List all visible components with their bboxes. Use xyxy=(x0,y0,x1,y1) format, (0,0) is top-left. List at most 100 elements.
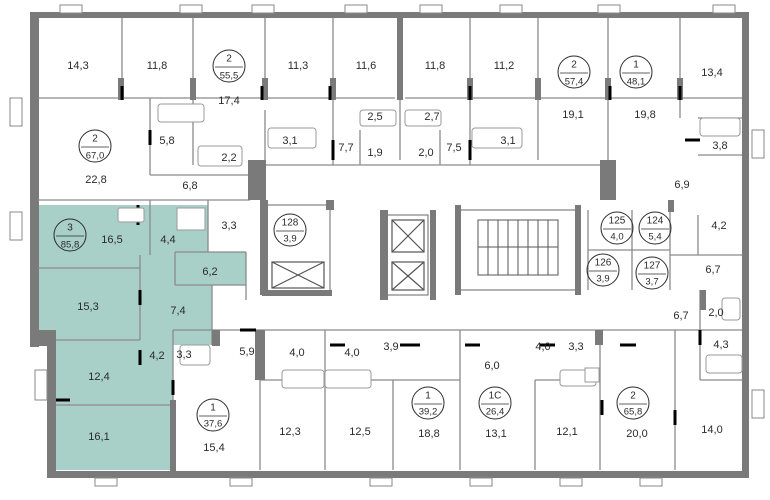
room-area-label: 2,2 xyxy=(221,152,236,164)
room-area-label: 22,8 xyxy=(85,174,106,186)
apartment-number: 125 xyxy=(609,216,626,227)
room-area-label: 4,0 xyxy=(344,347,359,359)
apartment-area: 5,4 xyxy=(648,232,661,243)
room-area-label: 3,8 xyxy=(712,140,727,152)
room-area-label: 2,0 xyxy=(708,307,723,319)
apartment-area: 3,9 xyxy=(283,234,296,245)
room-area-label: 19,1 xyxy=(562,109,583,121)
room-area-label: 3,3 xyxy=(221,220,236,232)
room-area-label: 12,5 xyxy=(349,426,370,438)
room-area-label: 6,2 xyxy=(202,266,217,278)
room-area-label: 2,7 xyxy=(424,111,439,123)
apartment-area: 67,0 xyxy=(86,151,105,162)
elevator-shafts xyxy=(271,219,425,291)
apartment-number: 2 xyxy=(226,54,232,65)
room-area-label: 6,7 xyxy=(705,264,720,276)
apartment-number: 126 xyxy=(595,258,612,269)
room-area-label: 12,3 xyxy=(279,426,300,438)
apartment-area: 55,5 xyxy=(220,71,239,82)
staircase xyxy=(477,219,559,276)
room-area-label: 11,8 xyxy=(425,60,446,72)
room-area-label: 4,0 xyxy=(289,347,304,359)
apartment-number: 3 xyxy=(67,223,73,234)
apartment-area: 37,6 xyxy=(204,419,223,430)
room-area-label: 3,1 xyxy=(282,135,297,147)
room-area-label: 13,1 xyxy=(485,428,506,440)
apartment-badge[interactable]: 1 39,2 xyxy=(411,386,445,420)
room-area-label: 4,3 xyxy=(713,339,728,351)
apartment-number: 1 xyxy=(633,60,639,71)
room-area-label: 19,8 xyxy=(634,109,655,121)
apartment-area: 3,9 xyxy=(596,274,609,285)
room-area-label: 20,0 xyxy=(626,428,647,440)
apartment-area: 26,4 xyxy=(486,407,505,418)
room-area-label: 3,1 xyxy=(500,135,515,147)
apartment-number: 127 xyxy=(644,261,661,272)
room-area-label: 7,7 xyxy=(338,142,353,154)
apartment-area: 39,2 xyxy=(419,407,438,418)
room-area-label: 15,4 xyxy=(203,442,224,454)
bathroom-fixtures xyxy=(117,103,743,389)
room-area-label: 4,2 xyxy=(711,220,726,232)
apartment-badge[interactable]: 124 5,4 xyxy=(638,211,672,245)
room-area-label: 11,8 xyxy=(147,60,168,72)
apartment-badge[interactable]: 2 57,4 xyxy=(557,55,591,89)
room-area-label: 6,0 xyxy=(484,360,499,372)
room-area-label: 3,9 xyxy=(383,341,398,353)
apartment-number: 1 xyxy=(425,391,431,402)
apartment-badge[interactable]: 125 4,0 xyxy=(600,211,634,245)
room-area-label: 16,5 xyxy=(101,234,122,246)
apartment-badge[interactable]: 1 37,6 xyxy=(196,398,230,432)
apartment-area: 3,7 xyxy=(645,277,658,288)
apartment-badge[interactable]: 3 85,8 xyxy=(53,218,87,252)
room-area-label: 5,9 xyxy=(239,346,254,358)
apartment-number: 1 xyxy=(210,403,216,414)
apartment-badge[interactable]: 2 65,8 xyxy=(616,386,650,420)
room-area-label: 4,0 xyxy=(535,341,550,353)
apartment-number: 2 xyxy=(92,134,98,145)
highlighted-apartment-fill xyxy=(38,205,246,470)
room-labels: 14,3 11,8 17,4 11,3 11,6 11,8 11,2 19,1 … xyxy=(67,60,728,454)
room-area-label: 12,4 xyxy=(88,371,109,383)
room-area-label: 6,9 xyxy=(674,179,689,191)
wall-stubs xyxy=(38,18,706,475)
room-area-label: 18,8 xyxy=(418,428,439,440)
room-area-label: 6,8 xyxy=(182,180,197,192)
room-area-label: 11,2 xyxy=(494,60,515,72)
apartment-badge[interactable]: 2 67,0 xyxy=(78,129,112,163)
room-area-label: 13,4 xyxy=(701,67,722,79)
room-area-label: 16,1 xyxy=(88,431,109,443)
apartment-number: 1С xyxy=(489,391,502,402)
room-area-label: 2,5 xyxy=(367,111,382,123)
apartment-number: 124 xyxy=(647,216,664,227)
apartment-badge[interactable]: 128 3,9 xyxy=(273,213,307,247)
room-area-label: 6,7 xyxy=(673,310,688,322)
room-area-label: 17,4 xyxy=(218,95,239,107)
apartment-badge[interactable]: 126 3,9 xyxy=(586,253,620,287)
room-area-label: 3,3 xyxy=(176,349,191,361)
apartment-area: 4,0 xyxy=(610,232,623,243)
room-area-label: 14,3 xyxy=(67,60,88,72)
room-area-label: 15,3 xyxy=(77,301,98,313)
apartment-area: 57,4 xyxy=(565,77,584,88)
apartment-area: 48,1 xyxy=(627,77,646,88)
apartment-badge[interactable]: 1С 26,4 xyxy=(478,386,512,420)
room-area-label: 1,9 xyxy=(367,147,382,159)
windows xyxy=(9,4,765,487)
apartment-number: 2 xyxy=(630,391,636,402)
apartment-badge[interactable]: 1 48,1 xyxy=(619,55,653,89)
apartment-badges: 3 85,8 2 67,0 2 55,5 2 57,4 1 48,1 xyxy=(53,49,672,432)
room-area-label: 3,3 xyxy=(568,341,583,353)
room-area-label: 12,1 xyxy=(556,426,577,438)
room-area-label: 11,6 xyxy=(356,60,377,72)
room-area-label: 4,2 xyxy=(149,350,164,362)
room-area-label: 4,4 xyxy=(160,234,175,246)
apartment-area: 65,8 xyxy=(624,407,643,418)
room-area-label: 7,5 xyxy=(446,142,461,154)
apartment-area: 85,8 xyxy=(61,240,80,251)
apartment-badge[interactable]: 127 3,7 xyxy=(635,256,669,290)
apartment-badge[interactable]: 2 55,5 xyxy=(212,49,246,83)
apartment-number: 2 xyxy=(571,60,577,71)
room-area-label: 5,8 xyxy=(159,135,174,147)
